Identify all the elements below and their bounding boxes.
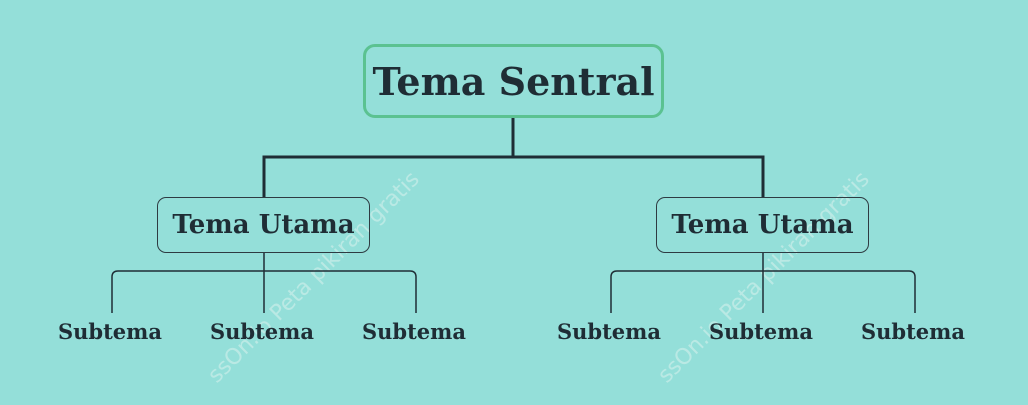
subtopic-left-3[interactable]: Subtema xyxy=(361,318,466,344)
subtopic-right-2[interactable]: Subtema xyxy=(708,318,813,344)
main-topic-right[interactable]: Tema Utama xyxy=(656,197,869,253)
main-topic-left[interactable]: Tema Utama xyxy=(157,197,370,253)
subtopic-right-1[interactable]: Subtema xyxy=(556,318,661,344)
subtopic-left-1[interactable]: Subtema xyxy=(57,318,162,344)
subtopic-right-3[interactable]: Subtema xyxy=(860,318,965,344)
central-topic[interactable]: Tema Sentral xyxy=(363,44,664,118)
connector-left-branch xyxy=(111,253,417,313)
connector-central xyxy=(262,118,765,197)
subtopic-left-2[interactable]: Subtema xyxy=(209,318,314,344)
